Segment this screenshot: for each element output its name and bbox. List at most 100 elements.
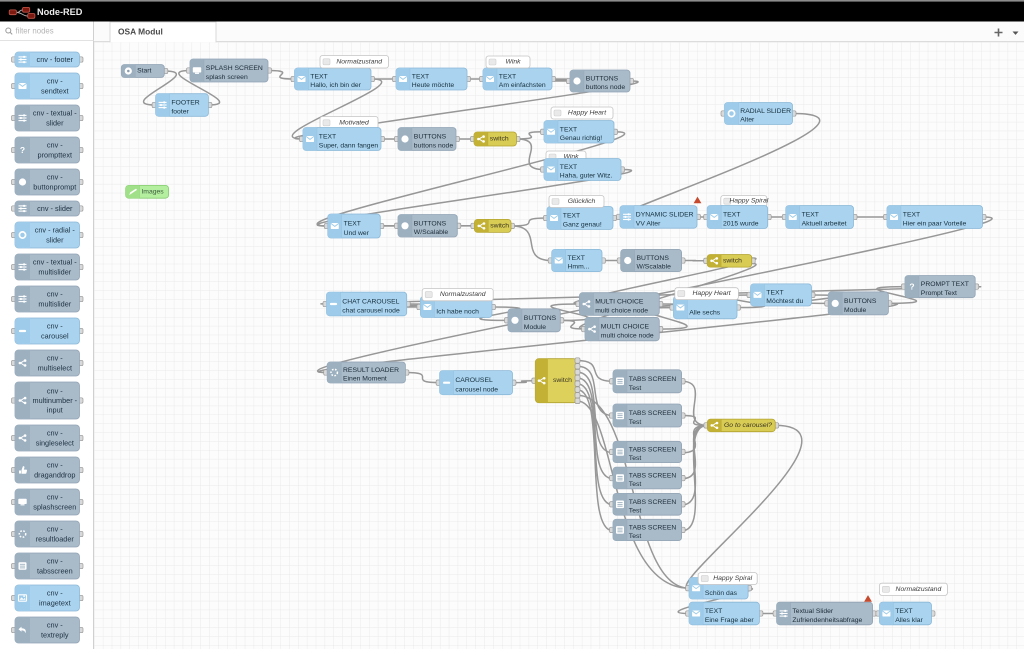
svg-text:TEXT: TEXT: [560, 126, 577, 133]
svg-text:Test: Test: [629, 507, 642, 514]
svg-text:Einen Moment: Einen Moment: [343, 375, 387, 382]
svg-text:W/Scalable: W/Scalable: [414, 229, 449, 236]
svg-text:BUTTONS: BUTTONS: [524, 315, 557, 322]
svg-text:BUTTONS: BUTTONS: [414, 220, 447, 227]
svg-text:Test: Test: [629, 455, 642, 462]
svg-text:Hallo, ich bin der: Hallo, ich bin der: [310, 82, 361, 89]
svg-text:switch: switch: [490, 222, 509, 229]
svg-text:Images: Images: [141, 188, 164, 195]
svg-text:singleselect: singleselect: [36, 438, 74, 447]
svg-text:slider: slider: [46, 118, 64, 127]
svg-text:cnv -: cnv -: [47, 621, 63, 630]
svg-text:Alle sechs: Alle sechs: [689, 309, 721, 316]
svg-text:Am einfachsten: Am einfachsten: [499, 82, 546, 89]
svg-text:TEXT: TEXT: [319, 133, 336, 140]
svg-text:cnv -: cnv -: [47, 429, 63, 438]
svg-text:TEXT: TEXT: [766, 289, 783, 296]
svg-text:Normalzustand: Normalzustand: [440, 291, 486, 298]
svg-text:Textual Slider: Textual Slider: [792, 608, 834, 615]
svg-text:Aktuell arbeitet: Aktuell arbeitet: [802, 220, 847, 227]
svg-text:multiselect: multiselect: [38, 363, 72, 372]
svg-text:Happy Spiral: Happy Spiral: [713, 575, 752, 582]
svg-text:Node-RED: Node-RED: [37, 7, 83, 17]
svg-text:SPLASH SCREEN: SPLASH SCREEN: [206, 65, 263, 72]
svg-text:Super, dann fangen: Super, dann fangen: [319, 142, 379, 149]
svg-text:splashscreen: splashscreen: [33, 502, 76, 511]
svg-text:TABS SCREEN: TABS SCREEN: [629, 447, 677, 454]
svg-text:Test: Test: [629, 419, 642, 426]
svg-text:TABS SCREEN: TABS SCREEN: [629, 525, 677, 532]
svg-text:2015 wurde: 2015 wurde: [723, 220, 759, 227]
svg-text:cnv - textual -: cnv - textual -: [33, 109, 77, 118]
svg-text:splash screen: splash screen: [206, 74, 248, 81]
svg-text:Heute möchte: Heute möchte: [412, 82, 455, 89]
svg-text:Wink: Wink: [505, 59, 521, 66]
svg-text:Und wer: Und wer: [344, 230, 370, 237]
svg-text:Test: Test: [629, 533, 642, 540]
svg-text:Happy Heart: Happy Heart: [568, 110, 607, 117]
svg-text:multi choice node: multi choice node: [595, 307, 648, 314]
svg-text:chat carousel node: chat carousel node: [342, 308, 400, 315]
svg-text:TABS SCREEN: TABS SCREEN: [629, 499, 677, 506]
svg-text:cnv - radial -: cnv - radial -: [35, 226, 76, 235]
svg-text:TABS SCREEN: TABS SCREEN: [629, 376, 677, 383]
svg-text:VV Alter: VV Alter: [636, 220, 661, 227]
svg-text:multi choice node: multi choice node: [601, 333, 654, 340]
svg-text:DYNAMIC SLIDER: DYNAMIC SLIDER: [636, 211, 694, 218]
svg-text:Wink: Wink: [563, 154, 579, 161]
svg-text:buttonprompt: buttonprompt: [33, 182, 76, 191]
svg-text:Module: Module: [844, 307, 867, 314]
svg-text:Hmm...: Hmm...: [568, 264, 590, 271]
svg-text:buttons node: buttons node: [586, 84, 626, 91]
svg-text:TABS SCREEN: TABS SCREEN: [629, 473, 677, 480]
svg-text:filter nodes: filter nodes: [16, 26, 54, 35]
svg-text:tabsscreen: tabsscreen: [37, 566, 73, 575]
svg-text:Zufriendenheitsabfrage: Zufriendenheitsabfrage: [792, 617, 862, 624]
svg-text:cnv -: cnv -: [47, 77, 63, 86]
svg-text:resultloader: resultloader: [36, 534, 75, 543]
svg-text:cnv -: cnv -: [47, 173, 63, 182]
svg-text:OSA Modul: OSA Modul: [118, 26, 163, 36]
svg-text:imagetext: imagetext: [39, 598, 71, 607]
svg-text:cnv -: cnv -: [47, 557, 63, 566]
svg-text:TEXT: TEXT: [723, 211, 740, 218]
svg-text:carousel node: carousel node: [455, 386, 498, 393]
svg-text:Alles klar: Alles klar: [895, 617, 923, 624]
svg-text:?: ?: [20, 145, 25, 155]
svg-text:Test: Test: [629, 481, 642, 488]
svg-text:TEXT: TEXT: [903, 211, 920, 218]
svg-text:input: input: [47, 406, 63, 415]
svg-text:switch: switch: [553, 377, 572, 384]
svg-text:cnv -: cnv -: [47, 290, 63, 299]
svg-text:Glücklich: Glücklich: [568, 198, 596, 205]
svg-text:Haha, guter Witz.: Haha, guter Witz.: [560, 173, 613, 180]
svg-text:cnv -: cnv -: [47, 141, 63, 150]
svg-text:BUTTONS: BUTTONS: [844, 298, 877, 305]
svg-text:cnv - slider: cnv - slider: [37, 204, 73, 213]
svg-text:?: ?: [909, 282, 914, 292]
svg-text:multinumber -: multinumber -: [32, 396, 77, 405]
svg-text:Go to carousel?: Go to carousel?: [724, 422, 772, 429]
svg-text:TEXT: TEXT: [344, 220, 361, 227]
svg-text:Test: Test: [629, 385, 642, 392]
svg-text:MULTI CHOICE: MULTI CHOICE: [601, 324, 650, 331]
svg-text:multislider: multislider: [38, 267, 71, 276]
svg-text:W/Scalable: W/Scalable: [637, 264, 672, 271]
svg-text:Hier ein paar Vorteile: Hier ein paar Vorteile: [903, 220, 967, 227]
svg-text:cnv - footer: cnv - footer: [37, 55, 74, 64]
svg-text:multislider: multislider: [38, 299, 71, 308]
svg-text:TEXT: TEXT: [560, 164, 577, 171]
svg-text:Happy Spiral: Happy Spiral: [729, 198, 768, 205]
svg-text:Motivated: Motivated: [339, 119, 369, 126]
svg-text:Alter: Alter: [740, 117, 755, 124]
svg-text:MULTI CHOICE: MULTI CHOICE: [595, 298, 644, 305]
svg-text:TEXT: TEXT: [412, 74, 429, 81]
svg-text:prompttext: prompttext: [38, 150, 72, 159]
svg-text:Normalzustand: Normalzustand: [896, 586, 942, 593]
svg-text:Eine Frage aber: Eine Frage aber: [705, 617, 754, 624]
svg-text:textreply: textreply: [41, 630, 69, 639]
svg-text:TEXT: TEXT: [802, 211, 819, 218]
svg-text:FOOTER: FOOTER: [171, 99, 199, 106]
svg-text:BUTTONS: BUTTONS: [637, 255, 670, 262]
svg-text:buttons node: buttons node: [414, 142, 454, 149]
